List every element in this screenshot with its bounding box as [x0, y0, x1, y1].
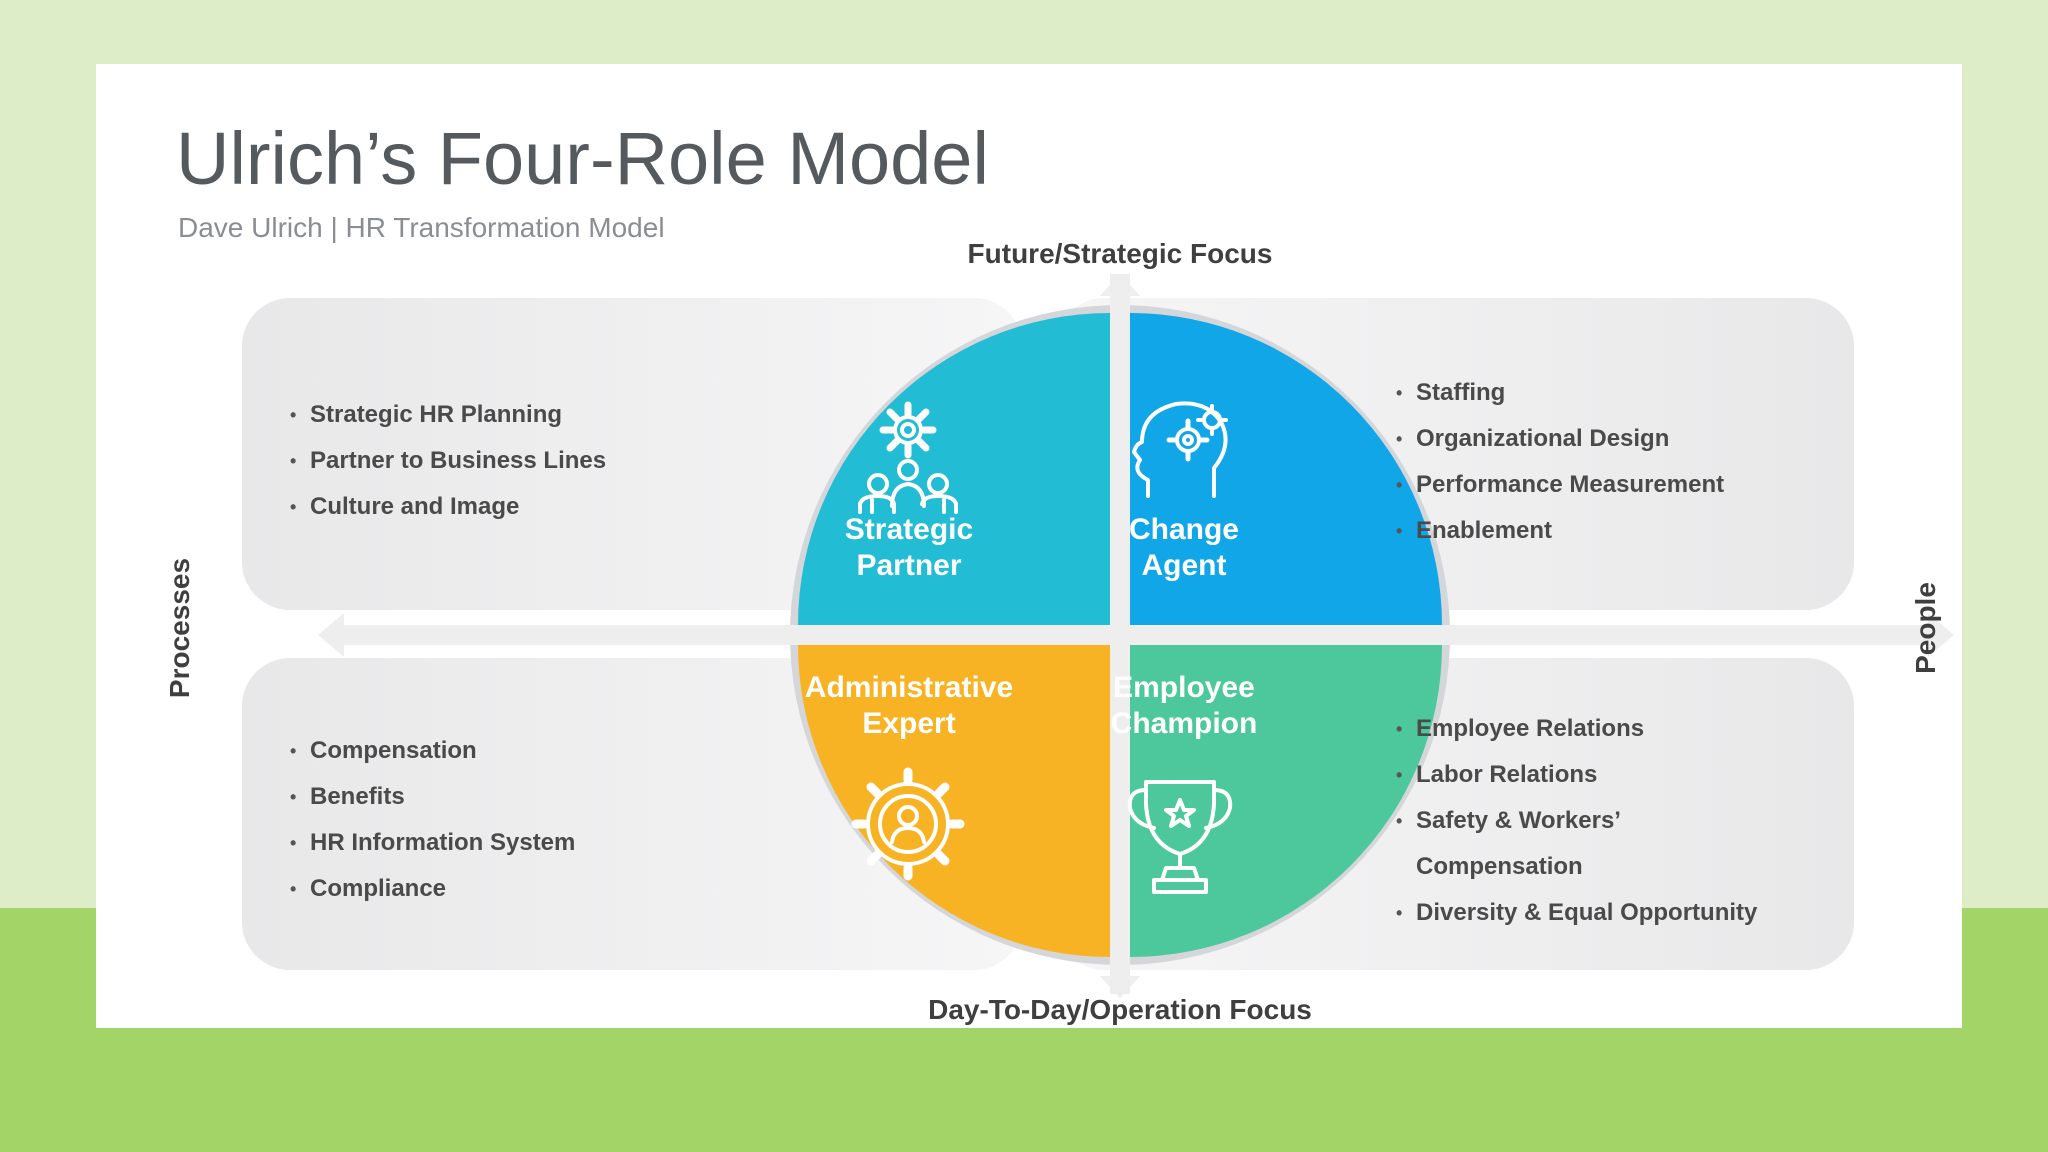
list-item: Employee Relations: [1396, 706, 1757, 752]
strategic-partner-list: Strategic HR Planning Partner to Busines…: [290, 392, 606, 530]
list-item: HR Information System: [290, 820, 575, 866]
administrative-expert-label-line2: Expert: [862, 707, 956, 740]
change-agent-label-line2: Agent: [1141, 549, 1227, 582]
axis-label-bottom: Day-To-Day/Operation Focus: [928, 994, 1312, 1025]
list-item: Staffing: [1396, 370, 1724, 416]
person-gear-icon: [851, 767, 965, 881]
change-agent-label-line1: Change: [1128, 513, 1239, 546]
list-item: Partner to Business Lines: [290, 438, 606, 484]
quadrant-strategic-partner: [798, 313, 1110, 625]
list-item: Performance Measurement: [1396, 462, 1724, 508]
administrative-expert-label-line1: Administrative: [804, 671, 1014, 704]
strategic-partner-label-line1: Strategic: [844, 513, 974, 546]
list-item-continuation: Compensation: [1416, 853, 1583, 880]
strategic-partner-label: Strategic Partner: [779, 512, 1039, 584]
page-subtitle: Dave Ulrich | HR Transformation Model: [178, 212, 665, 243]
list-item: Culture and Image: [290, 484, 606, 530]
list-item: Compensation: [290, 728, 575, 774]
slide: Ulrich’s Four-Role Model Dave Ulrich | H…: [96, 64, 1962, 1028]
page-title: Ulrich’s Four-Role Model: [176, 117, 989, 200]
axis-label-left: Processes: [164, 557, 195, 699]
list-item: Safety & Workers’: [1396, 798, 1757, 844]
list-item: Enablement: [1396, 508, 1724, 554]
trophy-icon: [1127, 780, 1233, 894]
quadrant-administrative-expert: [798, 645, 1110, 957]
quadrant-change-agent: [1130, 313, 1442, 625]
axis-right-wrapper: People: [1890, 582, 1962, 674]
list-item: Organizational Design: [1396, 416, 1724, 462]
list-item: Benefits: [290, 774, 575, 820]
list-item: Compliance: [290, 866, 575, 912]
four-role-diagram: [318, 274, 1954, 998]
team-gear-icon: [858, 401, 958, 514]
list-item: Labor Relations: [1396, 752, 1757, 798]
list-item: Diversity & Equal Opportunity: [1396, 890, 1757, 936]
axis-label-right: People: [1910, 582, 1941, 674]
list-item: Strategic HR Planning: [290, 392, 606, 438]
employee-champion-list: Employee Relations Labor Relations Safet…: [1396, 706, 1757, 936]
change-agent-label: Change Agent: [1054, 512, 1314, 584]
administrative-expert-label: Administrative Expert: [779, 670, 1039, 742]
change-agent-list: Staffing Organizational Design Performan…: [1396, 370, 1724, 554]
axis-left-wrapper: Processes: [144, 558, 304, 698]
strategic-partner-label-line2: Partner: [856, 549, 962, 582]
quadrant-employee-champion: [1130, 645, 1442, 957]
employee-champion-label-line2: Champion: [1110, 707, 1258, 740]
employee-champion-label-line1: Employee: [1113, 671, 1255, 704]
head-gears-icon: [1132, 401, 1228, 498]
employee-champion-label: Employee Champion: [1054, 670, 1314, 742]
axis-label-top: Future/Strategic Focus: [967, 238, 1273, 269]
administrative-expert-list: Compensation Benefits HR Information Sys…: [290, 728, 575, 912]
